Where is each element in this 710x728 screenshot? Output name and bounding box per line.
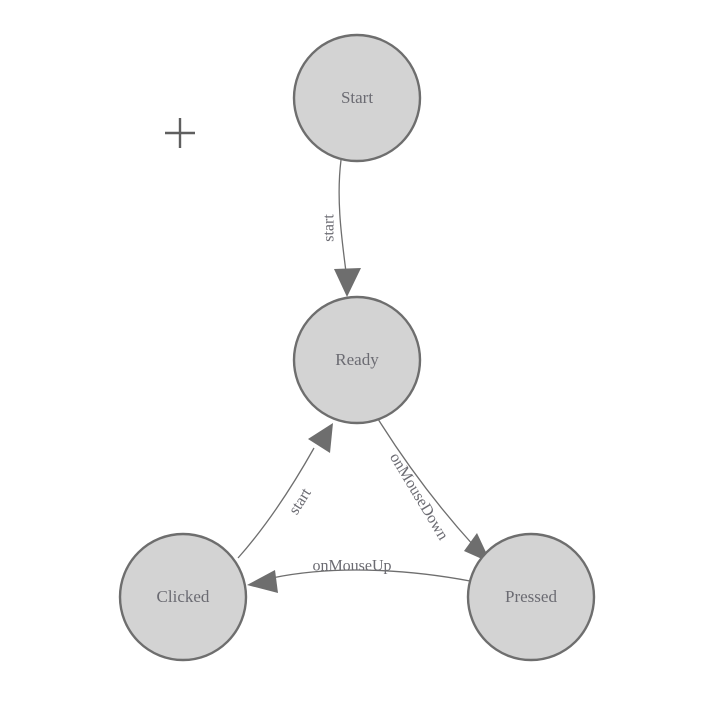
node-clicked[interactable]: Clicked [118,532,248,662]
edge-ready-to-pressed[interactable]: onMouseDown [377,418,491,563]
node-pressed-circle [466,532,596,662]
node-pressed[interactable]: Pressed [466,532,596,662]
node-clicked-circle [118,532,248,662]
edge-line-ready-to-pressed [377,418,475,547]
edge-label-start-to-ready: start [321,214,338,242]
arrowhead-start-to-ready [334,268,361,297]
edge-line-start-to-ready [338,159,347,273]
edge-pressed-to-clicked[interactable]: onMouseUp [247,558,471,593]
arrowhead-clicked-to-ready [308,423,333,453]
node-ready-label: Ready [335,350,379,369]
edge-line-clicked-to-ready [237,447,315,559]
edge-line-pressed-to-clicked [271,569,471,582]
node-start-circle [292,33,422,163]
arrowhead-pressed-to-clicked [247,570,278,593]
node-clicked-label: Clicked [157,587,210,606]
node-pressed-label: Pressed [505,587,557,606]
edge-label-clicked-to-ready: start [286,485,315,518]
edge-start-to-ready[interactable]: start [321,159,361,297]
edge-clicked-to-ready[interactable]: start [237,423,333,559]
node-start-label: Start [341,88,373,107]
node-start[interactable]: Start [292,33,422,163]
edge-label-pressed-to-clicked: onMouseUp [312,558,391,575]
crosshair-icon [165,118,195,148]
node-ready[interactable]: Ready [292,295,422,425]
edge-label-ready-to-pressed: onMouseDown [386,450,451,543]
node-ready-circle [292,295,422,425]
